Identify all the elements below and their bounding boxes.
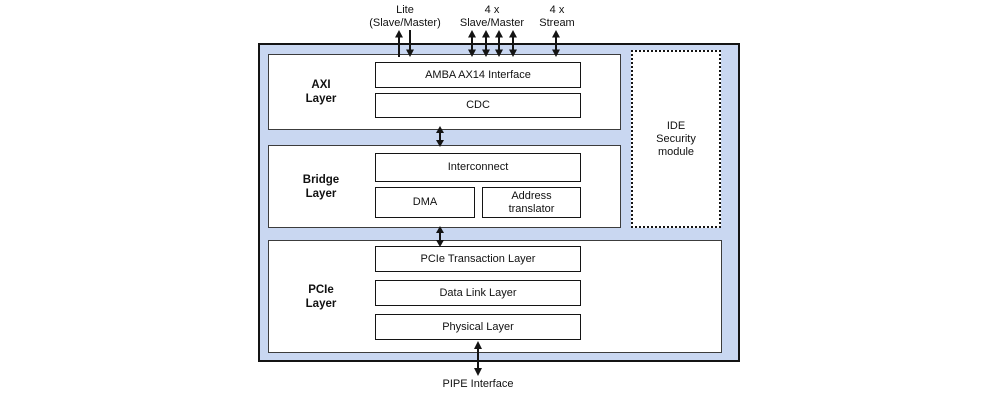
slave-master-port-label: 4 x Slave/Master (459, 4, 525, 29)
ide-security-module-label: IDE Security module (656, 119, 696, 158)
pcie-layer-label: PCIe Layer (305, 283, 337, 310)
slave-master-arrow-3-icon (495, 30, 503, 57)
interconnect-block: Interconnect (375, 153, 581, 182)
pcie-transaction-layer-block: PCIe Transaction Layer (375, 246, 581, 272)
ide-security-module-box: IDE Security module (631, 50, 721, 228)
stream-port-label: 4 x Stream (539, 4, 575, 29)
slave-master-arrow-2-icon (482, 30, 490, 57)
bridge-pcie-arrow-icon (436, 226, 444, 247)
pipe-interface-arrow-icon (474, 341, 482, 376)
pipe-interface-label: PIPE Interface (442, 378, 514, 390)
data-link-layer-block: Data Link Layer (375, 280, 581, 306)
dma-block: DMA (375, 187, 475, 218)
slave-master-arrow-4-icon (509, 30, 517, 57)
lite-down-arrow-icon (406, 30, 414, 57)
cdc-block: CDC (375, 93, 581, 118)
bridge-layer-label: Bridge Layer (302, 173, 340, 200)
axi-layer-label: AXI Layer (305, 79, 337, 105)
stream-arrow-icon (552, 30, 560, 57)
lite-up-arrow-icon (395, 30, 403, 57)
address-translator-block: Address translator (482, 187, 581, 218)
amba-interface-block: AMBA AX14 Interface (375, 62, 581, 88)
axi-bridge-arrow-icon (436, 126, 444, 147)
slave-master-arrow-1-icon (468, 30, 476, 57)
lite-port-label: Lite (Slave/Master) (369, 4, 441, 29)
physical-layer-block: Physical Layer (375, 314, 581, 340)
